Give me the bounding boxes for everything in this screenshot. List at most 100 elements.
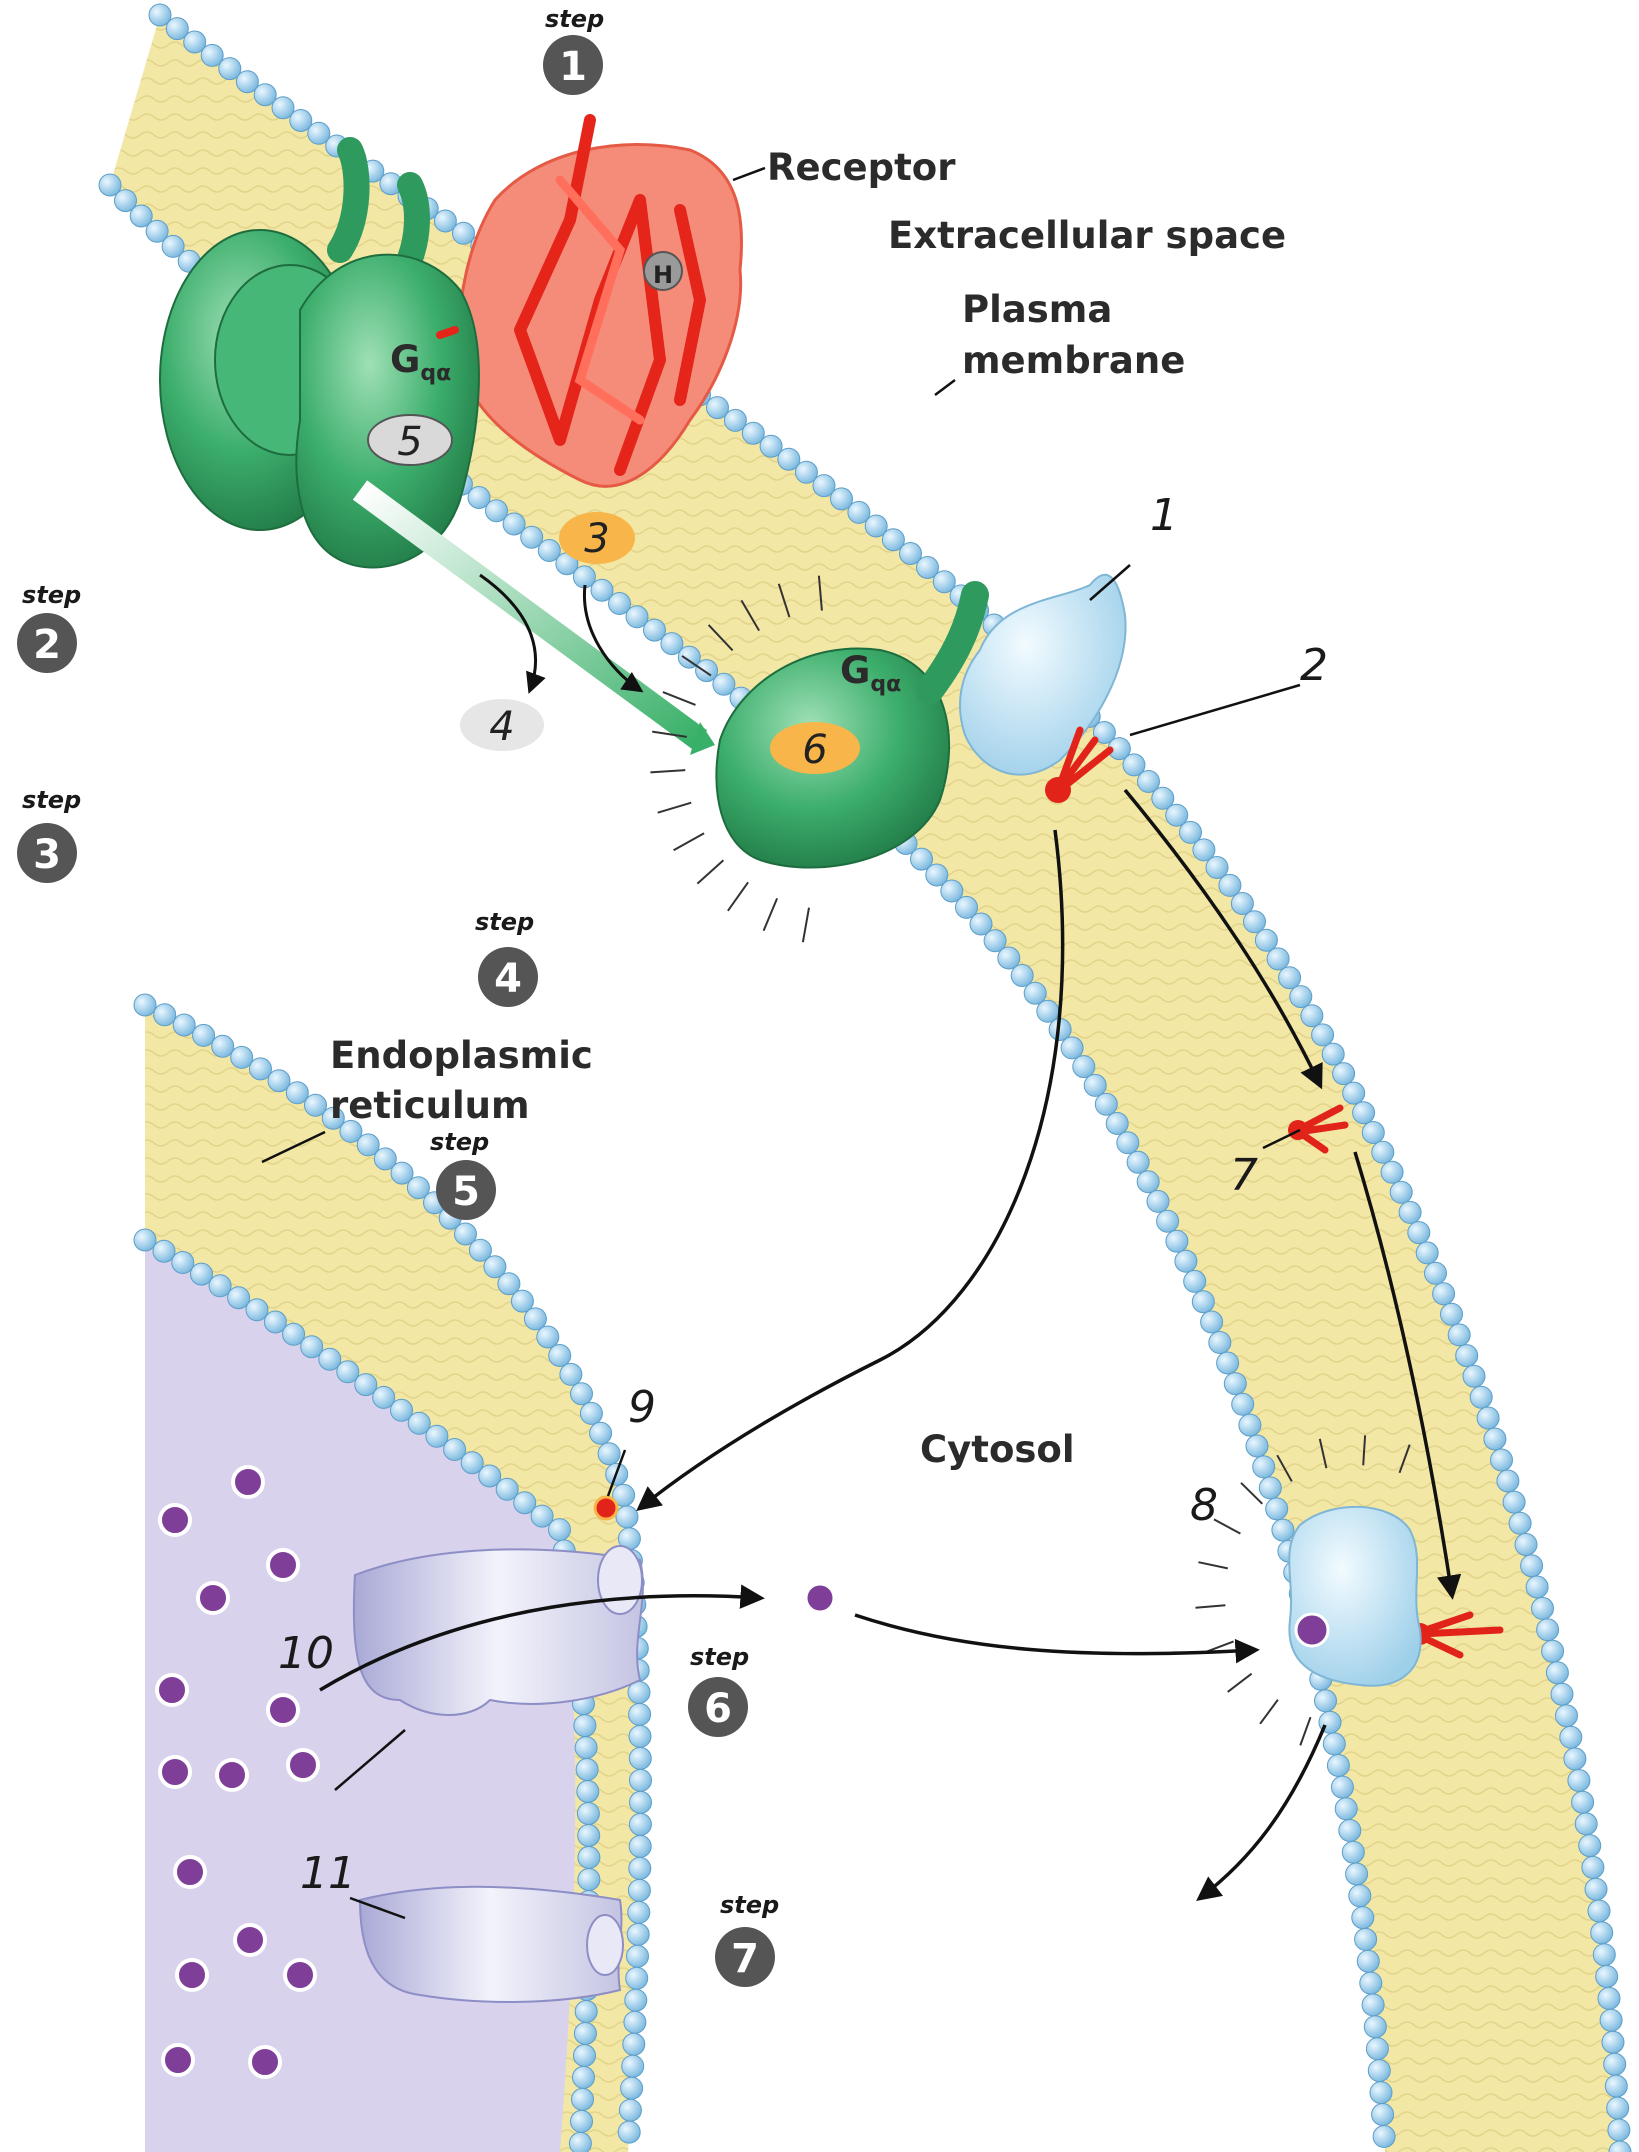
extracellular-space-label: Extracellular space — [888, 214, 1286, 257]
lipid-head — [1555, 1704, 1578, 1728]
activation-ray — [681, 655, 712, 677]
lipid-head — [485, 499, 508, 523]
lipid-head — [1254, 928, 1278, 952]
lipid-head — [1116, 1131, 1140, 1155]
lipid-head — [577, 1868, 601, 1891]
lipid-head — [626, 1944, 649, 1968]
step-badge-7: step 7 — [715, 1891, 779, 1987]
activation-ray — [1362, 1435, 1367, 1466]
gdp-release-arrow — [479, 573, 546, 694]
lipid-head — [579, 1401, 603, 1425]
lipid-head — [1300, 1004, 1324, 1028]
lipid-head — [267, 1069, 291, 1093]
activation-rays — [650, 575, 823, 943]
lipid-head — [1520, 1554, 1544, 1578]
lipid-head — [227, 1286, 251, 1310]
lipid-head — [1574, 1812, 1598, 1836]
lipid-head — [706, 396, 729, 420]
cytosol-label: Cytosol — [920, 1428, 1075, 1471]
calcium-ion — [158, 1503, 192, 1537]
activation-ray — [1213, 1518, 1241, 1535]
lipid-head — [983, 929, 1007, 953]
lipid-head — [192, 1023, 216, 1047]
lipid-head — [1398, 1200, 1422, 1224]
er-outer-lipid-heads — [133, 993, 652, 2144]
lipid-head — [1603, 2052, 1627, 2076]
lipid-head — [1592, 1943, 1616, 1967]
pkc-output-arrow — [1196, 1724, 1327, 1901]
lipid-head — [1587, 1899, 1611, 1923]
lipid-head — [1252, 1455, 1276, 1479]
activation-ray — [1318, 1438, 1328, 1469]
lipid-head — [1322, 1732, 1346, 1756]
receptor-label: Receptor — [767, 146, 956, 189]
lipid-head — [1597, 1986, 1621, 2010]
lipid-head — [1550, 1682, 1574, 1706]
lipid-head — [443, 1438, 467, 1461]
lipid-head — [1432, 1282, 1456, 1306]
gdp-oval-5 — [367, 414, 453, 466]
lipid-head — [573, 2022, 597, 2045]
lipid-head — [133, 993, 157, 1017]
lipid-head — [190, 1262, 213, 1286]
lipid-head — [235, 70, 259, 94]
gqa-subscript: qα — [420, 361, 451, 386]
handwritten-number-10: 10 — [278, 1628, 334, 1679]
handwritten-number-3: 3 — [584, 516, 609, 562]
dag-to-pkc-arrow — [1353, 1151, 1462, 1600]
lipid-head — [1361, 1993, 1385, 2017]
activation-ray — [657, 801, 692, 814]
gqa-active-subscript: qα — [870, 672, 901, 697]
activation-ray — [1299, 1716, 1312, 1746]
lipid-head — [271, 96, 295, 120]
lipid-head — [626, 1922, 650, 1946]
ip3-bound — [593, 1495, 619, 1521]
lipid-head — [372, 1385, 396, 1409]
lipid-head — [513, 1491, 537, 1515]
lipid-head — [536, 1325, 560, 1349]
lipid-head — [590, 578, 614, 602]
lipid-head — [1352, 1101, 1376, 1125]
activation-ray — [662, 691, 696, 706]
lipid-head — [1447, 1323, 1471, 1347]
lipid-head — [969, 912, 993, 936]
lipid-head — [864, 514, 888, 538]
lipid-head — [425, 1424, 449, 1448]
gtp-oval-6 — [770, 722, 860, 774]
lipid-head — [1581, 1855, 1605, 1879]
lipid-head — [1369, 2081, 1393, 2105]
lipid-head — [1314, 1689, 1337, 1713]
lipid-head — [1174, 1249, 1198, 1273]
activation-ray — [696, 859, 725, 885]
lipid-head — [741, 421, 765, 445]
gdp-oval-4 — [460, 699, 544, 751]
lipid-head — [723, 408, 747, 432]
lipid-head — [1345, 1862, 1369, 1886]
lipid-head — [390, 1398, 413, 1422]
lipid-head — [1072, 1055, 1096, 1079]
lipid-head — [1371, 1140, 1395, 1164]
handwritten-number-2: 2 — [1300, 640, 1328, 691]
activation-ray — [1259, 1699, 1279, 1725]
lipid-head — [407, 1411, 431, 1435]
lipid-head — [622, 2032, 646, 2056]
lipid-head — [1571, 1790, 1595, 1814]
lipid-head — [1092, 721, 1116, 744]
lipid-head — [1351, 1906, 1375, 1930]
lipid-head — [1165, 1229, 1189, 1253]
lipid-head — [1578, 1834, 1602, 1858]
lipid-head — [145, 219, 169, 243]
svg-text:step: step — [720, 1891, 779, 1919]
lipid-head — [1599, 2008, 1623, 2032]
lipid-head — [1371, 2103, 1395, 2126]
lipid-head — [1208, 1331, 1232, 1354]
lipid-head — [230, 1045, 254, 1069]
lipid-head — [148, 3, 172, 27]
lipid-head — [406, 1176, 430, 1200]
svg-text:Gqα: Gqα — [840, 649, 901, 697]
activation-arrow — [352, 480, 708, 750]
lipid-head — [171, 1251, 195, 1274]
lipid-head — [390, 1161, 414, 1185]
lipid-head — [577, 1824, 601, 1847]
handwritten-number-7: 7 — [1230, 1150, 1258, 1201]
